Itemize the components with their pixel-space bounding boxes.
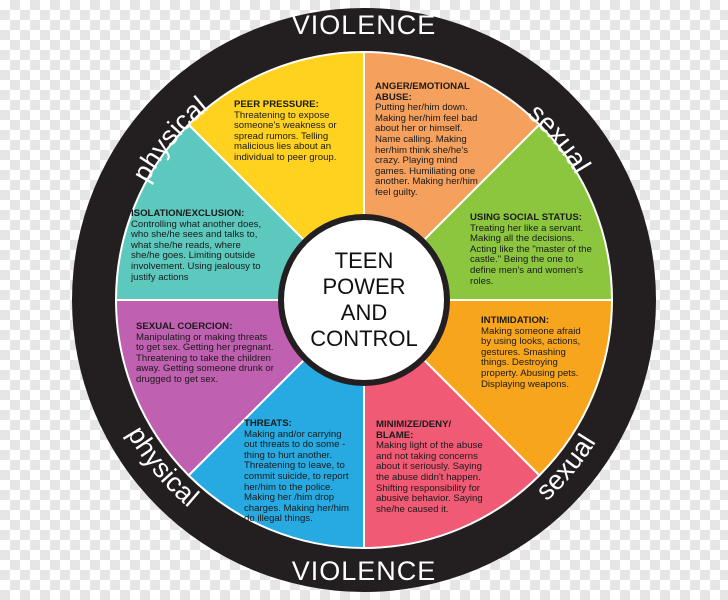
segment-sexual-coercion: SEXUAL COERCION: Manipulating or making … [136,321,276,386]
segment-title: ANGER/EMOTIONAL ABUSE: [375,81,470,103]
segment-body: Making someone afraid by using looks, ac… [481,325,581,390]
segment-threats: THREATS: Making and/or carrying out thre… [244,418,356,525]
center-line-2: POWER [322,274,406,299]
segment-body: Making and/or carrying out threats to do… [244,428,350,525]
segment-title: ISOLATION/EXCLUSION: [131,208,245,219]
segment-body: Making light of the abuse and not taking… [376,440,483,515]
segment-isolation-exclusion: ISOLATION/EXCLUSION: Controlling what an… [131,208,271,283]
segment-title: PEER PRESSURE: [234,99,319,110]
center-line-4: CONTROL [310,326,418,351]
segment-body: Controlling what another does, who she/h… [131,218,262,283]
rim-top-violence: VIOLENCE [292,10,437,40]
segment-body: Threatening to expose someone's weakness… [234,109,337,163]
segment-peer-pressure: PEER PRESSURE: Threatening to expose som… [234,99,354,164]
segment-body: Putting her/him down. Making her/him fee… [375,102,478,198]
segment-title: SEXUAL COERCION: [136,321,233,332]
center-title: TEEN POWER AND CONTROL [294,240,434,360]
segment-title: THREATS: [244,418,292,429]
segment-title: INTIMIDATION: [481,315,550,326]
segment-title: MINIMIZE/DENY/ BLAME: [376,419,452,441]
segment-intimidation: INTIMIDATION: Making someone afraid by u… [481,315,593,390]
rim-bottom-violence: VIOLENCE [292,556,437,586]
center-line-1: TEEN [334,248,394,273]
segment-anger-emotional-abuse: ANGER/EMOTIONAL ABUSE: Putting her/him d… [375,81,487,199]
segment-body: Treating her like a servant. Making all … [470,222,592,287]
center-circle-inner [284,220,444,380]
segments-layer [114,50,614,550]
segment-using-social-status: USING SOCIAL STATUS: Treating her like a… [470,212,592,287]
segment-body: Manipulating or making threats to get se… [136,331,274,385]
segment-title: USING SOCIAL STATUS: [470,212,582,223]
segment-minimize-deny-blame: MINIMIZE/DENY/ BLAME: Making light of th… [376,419,491,515]
center-line-3: AND [340,300,388,325]
